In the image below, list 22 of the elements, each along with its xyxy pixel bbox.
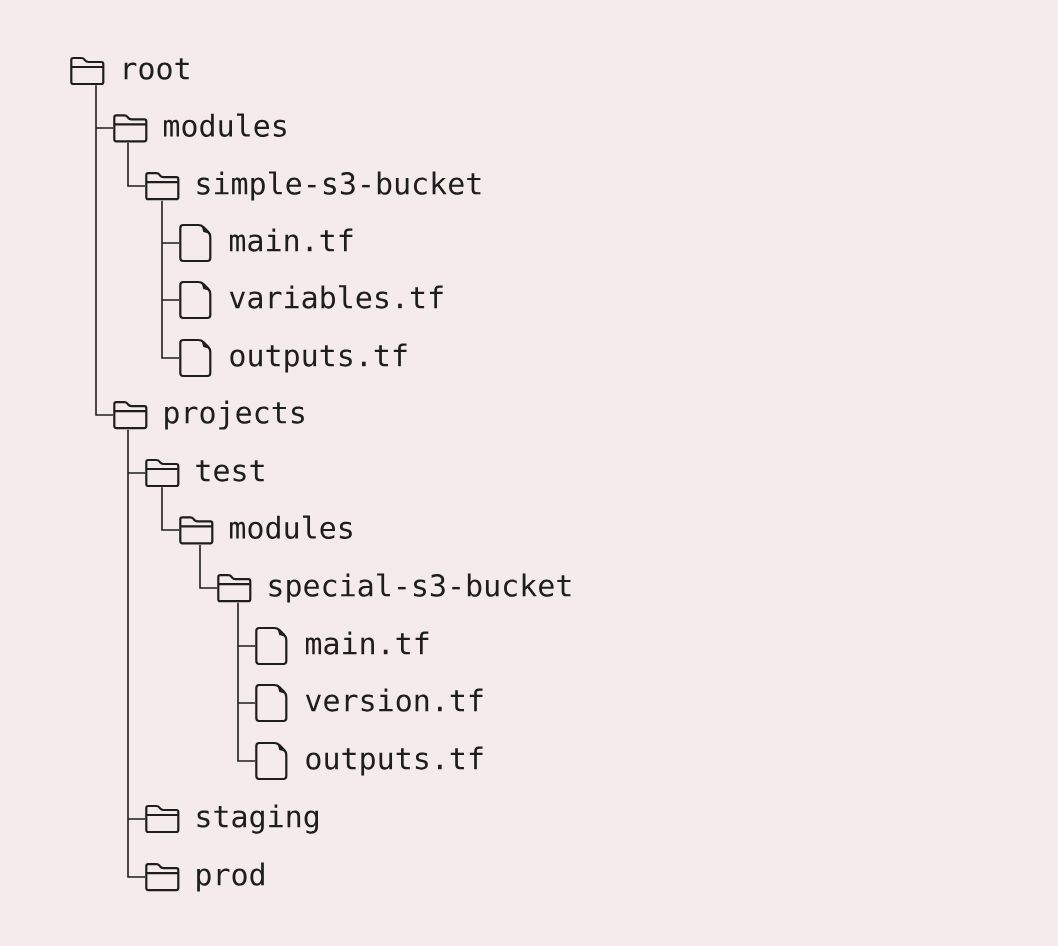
entry-name: modules: [164, 113, 286, 137]
tree-line: [161, 200, 180, 359]
entry-name: test: [196, 460, 264, 482]
tree-line: [199, 543, 218, 589]
tree-line: [127, 428, 146, 878]
entry-name: outputs.tf: [306, 746, 483, 776]
entry-name: prod: [197, 862, 264, 892]
entry-name: special-s3-bucket: [269, 573, 571, 603]
entry-name: main.tf: [230, 228, 353, 252]
tree-line: [127, 141, 146, 187]
entry-name: staging: [197, 804, 318, 834]
entry-name: simple-s3-bucket: [197, 171, 481, 201]
tree-line: [161, 486, 180, 531]
entry-name: outputs.tf: [230, 343, 407, 373]
entry-name: version.tf: [305, 688, 483, 712]
entry-name: main.tf: [306, 631, 429, 655]
entry-name: root: [124, 58, 189, 80]
tree-line: [95, 84, 114, 416]
entry-name: modules: [230, 515, 352, 539]
tree-line: [237, 602, 256, 762]
entry-name: projects: [165, 400, 304, 430]
entry-name: variables.tf: [229, 285, 443, 309]
